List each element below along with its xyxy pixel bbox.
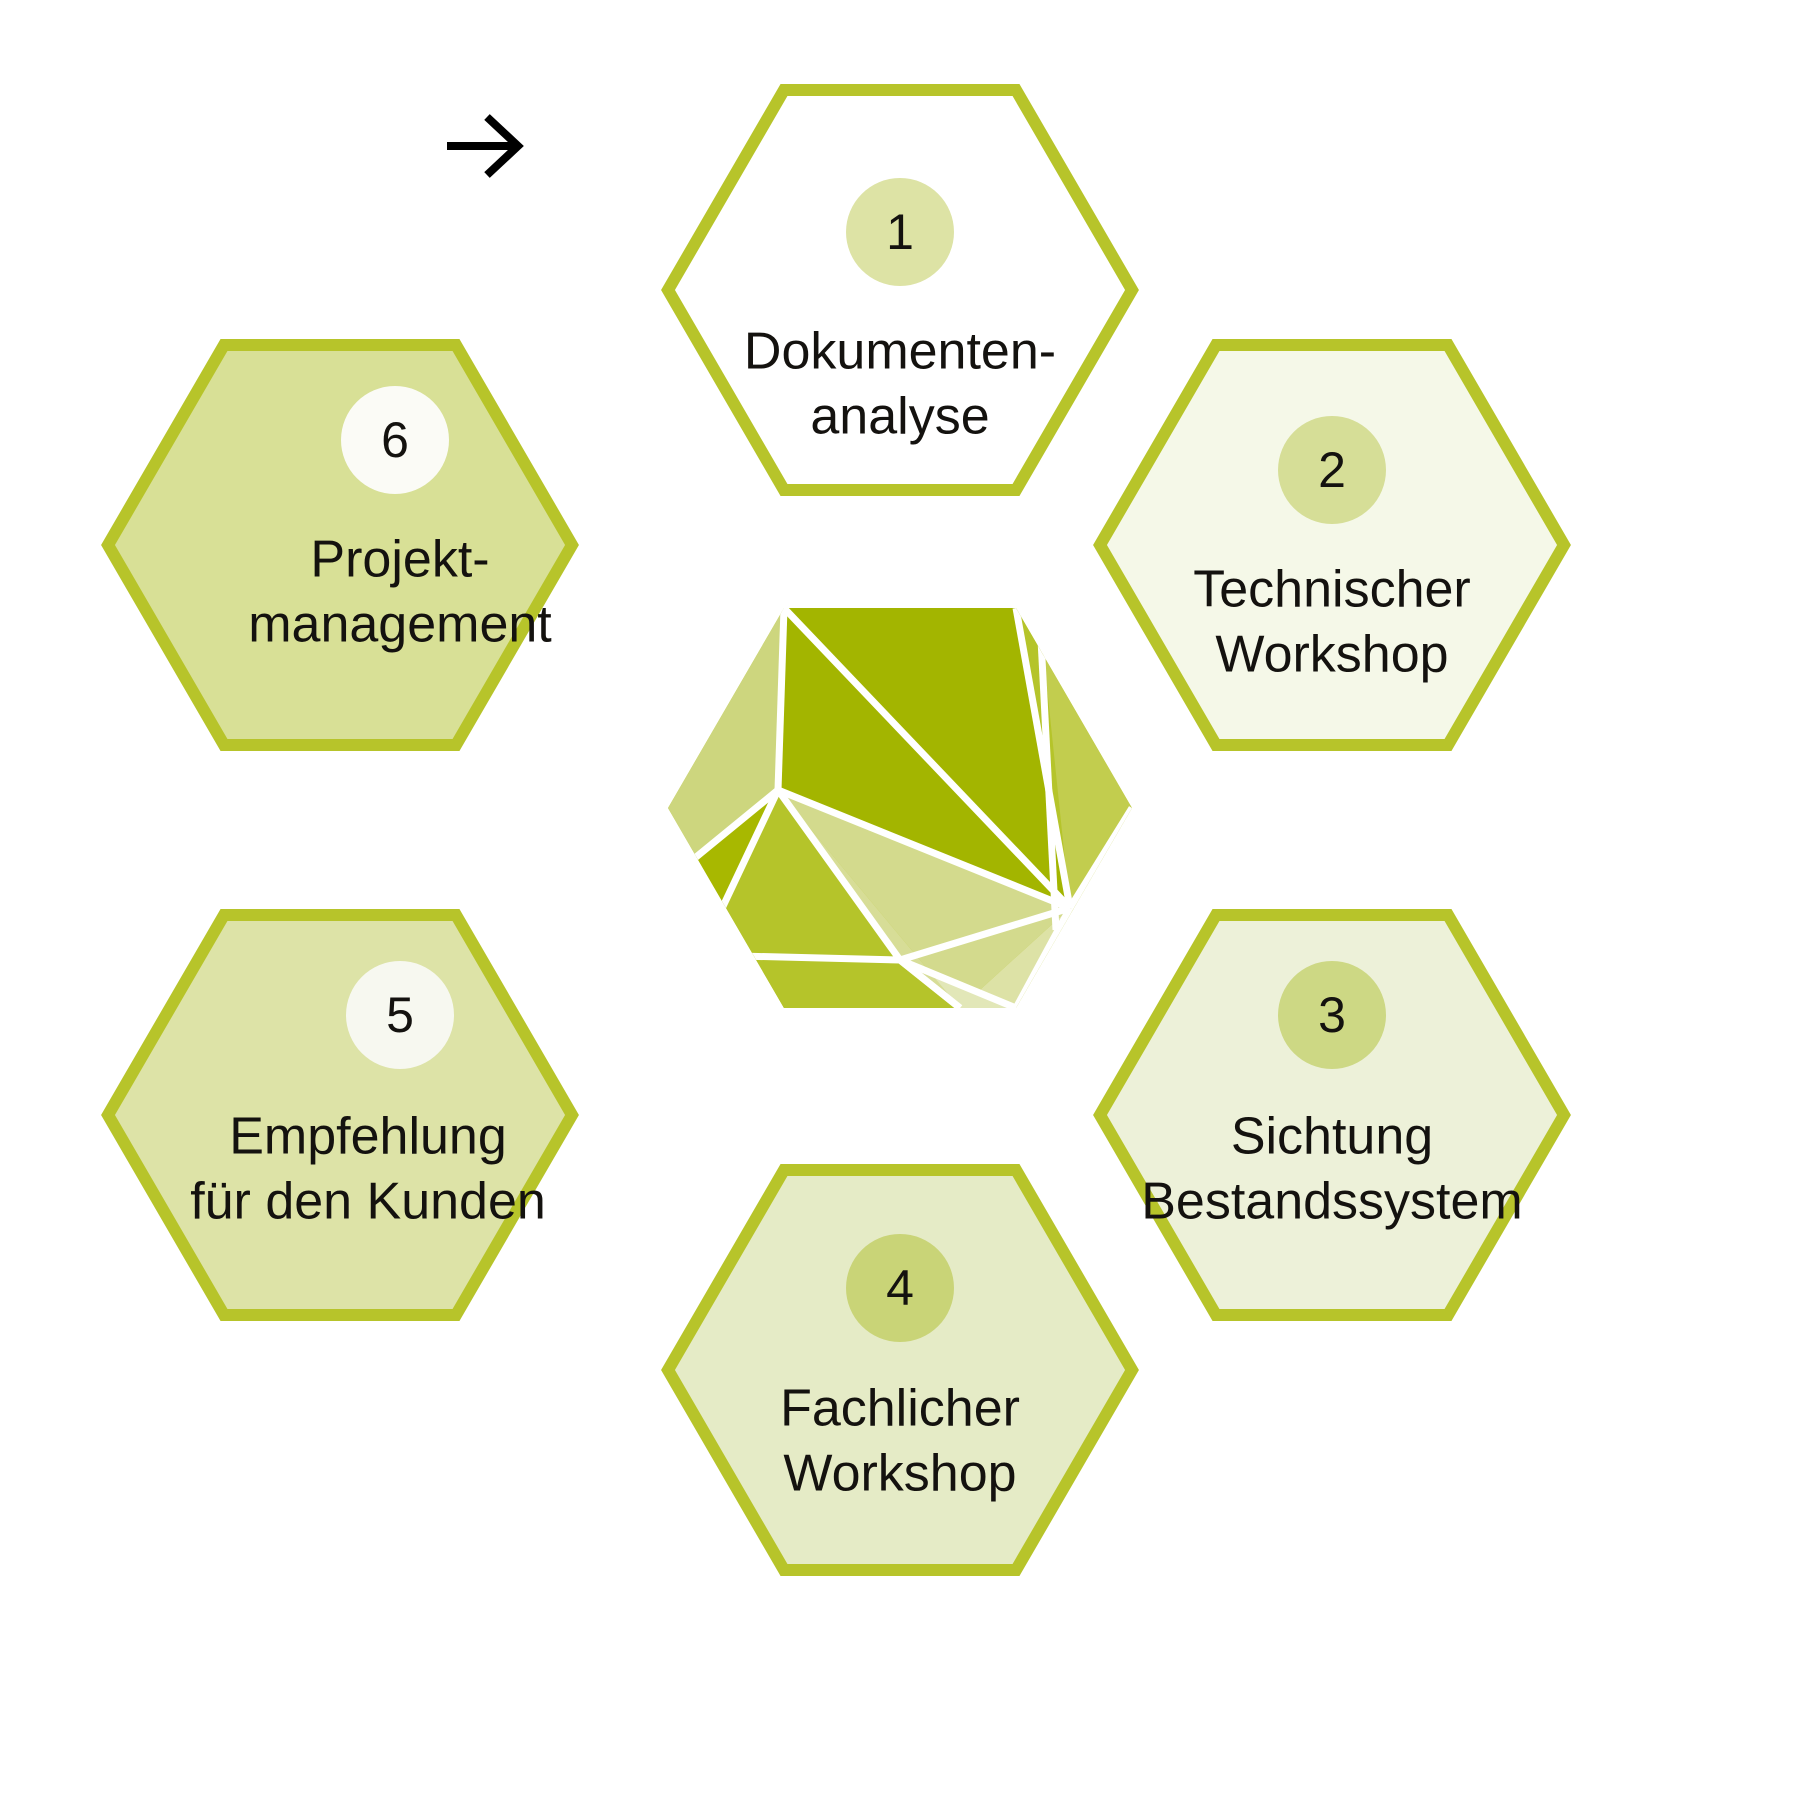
hexagon-6-projektmanagement[interactable]: 6 Projekt- management [101, 339, 579, 751]
hexagon-3-sichtung-bestandssystem[interactable]: 3 Sichtung Bestandssystem [1093, 909, 1571, 1321]
hexagon-5-empfehlung-fuer-den-kunden[interactable]: 5 Empfehlung für den Kunden [101, 909, 579, 1321]
hexagon-4-label-line2: Workshop [783, 1445, 1016, 1503]
hexagon-5-number: 5 [386, 987, 414, 1043]
hexagon-3-badge [1278, 961, 1386, 1069]
hexagon-3-label-line2: Bestandssystem [1141, 1173, 1523, 1231]
hexagon-6-label-line2: management [248, 596, 552, 654]
hexagon-4-number: 4 [886, 1260, 914, 1316]
hexagon-6-number: 6 [381, 412, 409, 468]
hexagon-5-body[interactable] [101, 909, 579, 1321]
hexagon-2-badge [1278, 416, 1386, 524]
hexagon-1-body[interactable] [661, 84, 1139, 496]
hexagon-5-badge [346, 961, 454, 1069]
hexagon-2-technischer-workshop[interactable]: 2 Technischer Workshop [1093, 339, 1571, 751]
hexagon-3-body[interactable] [1093, 909, 1571, 1321]
hexagon-1-label-line1: Dokumenten- [744, 323, 1056, 381]
hexagon-6-label-line1: Projekt- [310, 531, 489, 589]
hexagon-1-badge [846, 178, 954, 286]
hexagon-4-label-line1: Fachlicher [780, 1380, 1020, 1438]
hexagon-3-label-line1: Sichtung [1231, 1108, 1433, 1166]
hexagon-2-number: 2 [1318, 442, 1346, 498]
hexagon-1-dokumentenanalyse[interactable]: 1 Dokumenten- analyse [661, 45, 1248, 496]
hexagon-2-label-line1: Technischer [1193, 561, 1470, 619]
hexagon-6-body[interactable] [101, 339, 579, 751]
hexagon-2-label-line2: Workshop [1215, 626, 1448, 684]
hexagon-6-badge [341, 386, 449, 494]
hexagon-2-body[interactable] [1093, 339, 1571, 751]
hexagon-4-badge [846, 1234, 954, 1342]
mosaic-hexagon [668, 608, 1132, 1008]
hexagon-1-number: 1 [886, 204, 914, 260]
hexagon-1-label-line2: analyse [810, 388, 989, 446]
hexagon-4-body[interactable] [661, 1164, 1139, 1576]
hexagon-4-fachlicher-workshop[interactable]: 4 Fachlicher Workshop [661, 1164, 1139, 1576]
hexagon-3-number: 3 [1318, 987, 1346, 1043]
hexagon-5-label-line2: für den Kunden [190, 1173, 546, 1231]
hexagon-5-label-line1: Empfehlung [229, 1108, 507, 1166]
entry-arrow-icon [447, 114, 524, 178]
